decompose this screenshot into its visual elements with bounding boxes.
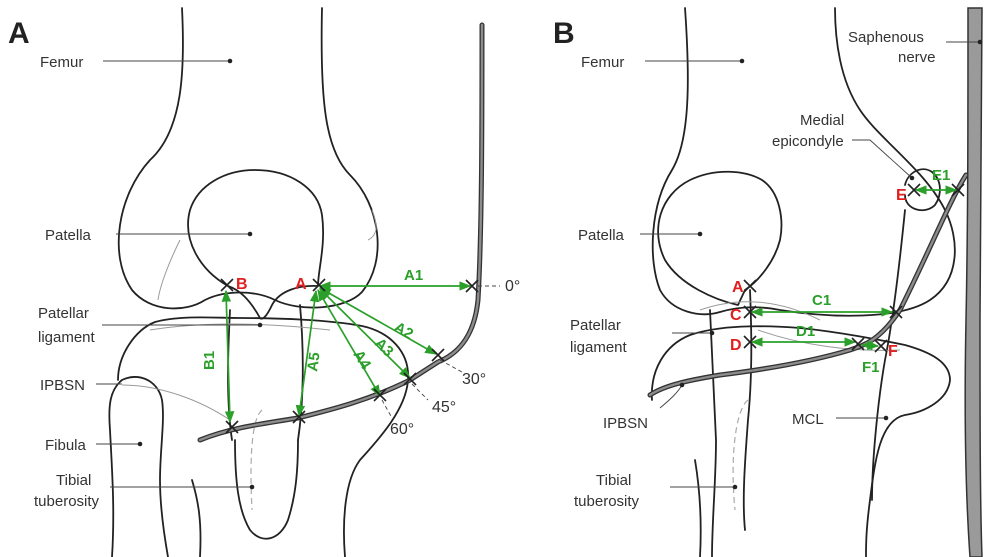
label-epicondyle-b2: epicondyle — [772, 133, 844, 150]
point-label-c: C — [730, 307, 742, 324]
point-label-a: A — [295, 276, 307, 293]
label-patellar-a1: Patellar — [38, 305, 89, 322]
condyle-shading-a — [158, 240, 180, 300]
patella-outline-a — [188, 170, 323, 319]
dot-mcl-b — [884, 416, 889, 421]
label-saphenous-b2: nerve — [898, 49, 936, 66]
dot-tuberosity-b — [733, 485, 738, 490]
angle-leader-45 — [412, 384, 428, 400]
angle-leader-30 — [440, 360, 462, 372]
saphenous-nerve-a — [200, 25, 482, 440]
measure-line-f1 — [862, 345, 878, 346]
label-femur-b: Femur — [581, 54, 624, 71]
point-label-f: F — [888, 343, 898, 360]
dot-fibula-a — [138, 442, 143, 447]
measure-label-f1: F1 — [862, 359, 880, 376]
panel-b: B — [553, 8, 982, 557]
label-ipbsn-a: IPBSN — [40, 377, 85, 394]
angle-label-0: 0° — [505, 278, 520, 295]
ipbsn-nerve-b — [650, 175, 966, 395]
dot-ipbsn-b — [680, 383, 685, 388]
measure-label-a2: A2 — [391, 319, 416, 343]
point-label-e: E — [896, 187, 907, 204]
label-saphenous-b1: Saphenous — [848, 29, 924, 46]
dot-saphenous-b — [978, 40, 983, 45]
measure-label-b1: B1 — [201, 351, 218, 370]
panel-b-label: B — [553, 17, 575, 50]
panel-a: A — [8, 8, 520, 557]
tibia-medial-edge-b — [695, 460, 701, 557]
point-label-b: B — [236, 276, 248, 293]
joint-line-b — [700, 302, 820, 320]
label-patella-a: Patella — [45, 227, 92, 244]
point-label-d: D — [730, 337, 742, 354]
measure-label-a1: A1 — [404, 267, 423, 284]
label-tibial-a2: tuberosity — [34, 493, 100, 510]
label-epicondyle-b1: Medial — [800, 112, 844, 129]
label-patella-b: Patella — [578, 227, 625, 244]
point-label-a-b: A — [732, 279, 744, 296]
angle-label-60: 60° — [390, 421, 414, 438]
label-tibial-b2: tuberosity — [574, 493, 640, 510]
leader-epicondyle-b — [852, 140, 912, 178]
femur-outline-a — [119, 8, 378, 308]
label-fibula-a: Fibula — [45, 437, 87, 454]
fibula-outline-a — [109, 377, 168, 557]
label-patellar-b1: Patellar — [570, 317, 621, 334]
label-femur-a: Femur — [40, 54, 83, 71]
measure-label-c1: C1 — [812, 292, 831, 309]
measure-label-a5: A5 — [304, 351, 324, 372]
measure-label-d1: D1 — [796, 323, 815, 340]
dot-epicondyle-b — [910, 176, 915, 181]
dot-tuberosity-a — [250, 485, 255, 490]
saphenous-nerve-a-core — [200, 25, 482, 440]
measure-label-a3: A3 — [371, 335, 397, 361]
saphenous-nerve-b — [965, 8, 982, 557]
label-patellar-b2: ligament — [570, 339, 628, 356]
tibial-tuberosity-a — [235, 440, 298, 539]
angle-label-30: 30° — [462, 371, 486, 388]
label-mcl-b: MCL — [792, 411, 824, 428]
dot-patella-a — [248, 232, 253, 237]
tibia-medial-edge-a — [192, 480, 201, 557]
label-tibial-b1: Tibial — [596, 472, 631, 489]
patella-outline-b — [658, 172, 781, 305]
dot-femur-a — [228, 59, 233, 64]
condyle-shading-a2 — [368, 210, 376, 240]
measure-label-e1: E1 — [932, 167, 950, 184]
angle-leader-60 — [382, 400, 392, 418]
angle-label-45: 45° — [432, 399, 456, 416]
dot-ligament-a — [258, 323, 263, 328]
measure-line-a4 — [318, 290, 380, 396]
dot-femur-b — [740, 59, 745, 64]
panel-a-label: A — [8, 17, 30, 50]
label-ipbsn-b: IPBSN — [603, 415, 648, 432]
dot-ligament-b — [710, 331, 715, 336]
label-patellar-a2: ligament — [38, 329, 96, 346]
dot-patella-b — [698, 232, 703, 237]
patellar-ligament-b-left — [710, 310, 716, 557]
ipbsn-shadow-a — [122, 385, 230, 420]
label-tibial-a1: Tibial — [56, 472, 91, 489]
